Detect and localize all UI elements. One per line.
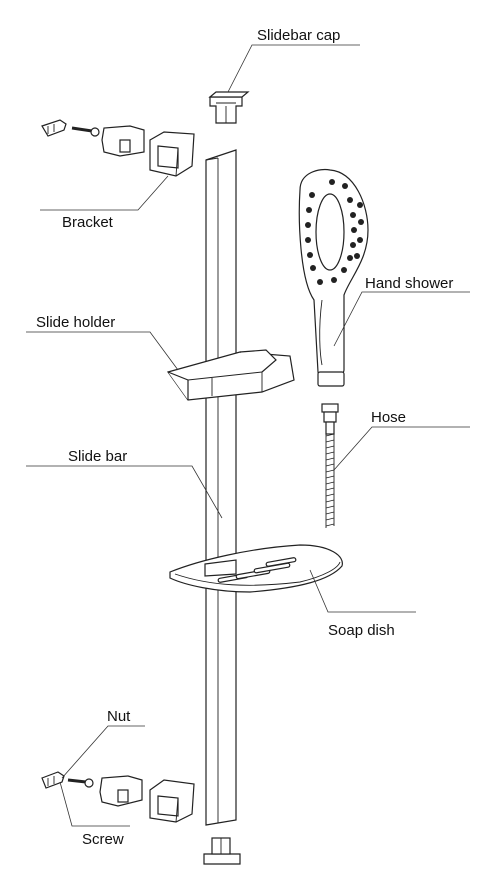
label-slide-bar: Slide bar (68, 448, 127, 465)
label-slide-holder: Slide holder (36, 314, 115, 331)
slide-holder-part (167, 349, 295, 401)
bottom-cap-part (203, 837, 241, 865)
hose-part (321, 403, 339, 528)
label-slidebar-cap: Slidebar cap (257, 27, 340, 44)
hand-shower-part (298, 168, 369, 387)
label-nut: Nut (107, 708, 131, 725)
label-hose: Hose (371, 409, 406, 426)
hose-coil (325, 433, 335, 528)
soap-dish-slots (217, 557, 297, 583)
slide-bar-part (205, 149, 237, 826)
label-soap-dish: Soap dish (328, 622, 395, 639)
label-hand-shower: Hand shower (365, 275, 453, 292)
shower-nozzles (305, 179, 364, 285)
label-bracket: Bracket (62, 214, 114, 231)
soap-dish-part (169, 544, 343, 593)
label-screw: Screw (82, 831, 124, 848)
bottom-bracket-assembly (41, 771, 195, 823)
top-bracket-assembly (41, 119, 195, 177)
labels: Slidebar cap Bracket Slide holder Hand s… (36, 27, 453, 848)
leader-lines (26, 44, 470, 827)
slidebar-cap-part (208, 91, 250, 124)
